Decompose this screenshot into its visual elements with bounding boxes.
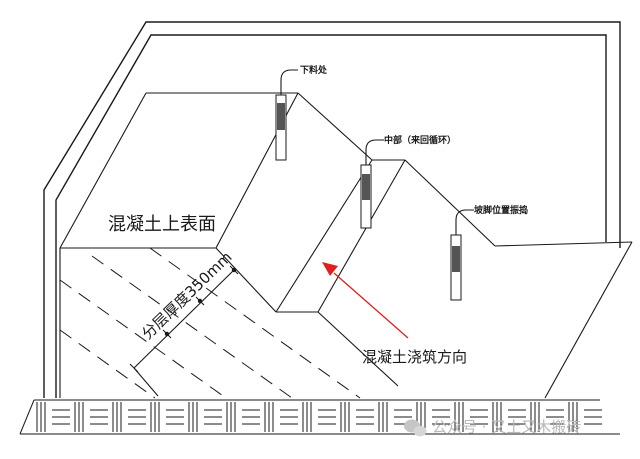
hatch-cell <box>128 409 146 425</box>
wechat-icon <box>404 419 427 437</box>
hatch-cell <box>470 409 488 425</box>
toe-top-edge <box>494 241 633 247</box>
surface-back-edge <box>59 92 147 249</box>
layer-lines <box>59 247 361 399</box>
step2-diagonal <box>275 159 373 313</box>
slope2-bottom <box>317 311 399 387</box>
dimension-node <box>197 298 203 304</box>
arrow-shaft <box>333 272 409 339</box>
vibrator-top: 下料处 <box>275 64 328 161</box>
pour-direction-label: 混凝土浇筑方向 <box>362 348 467 366</box>
step3-diagonal <box>317 159 406 313</box>
slope1-top <box>297 92 373 161</box>
slope1-bottom <box>215 247 277 313</box>
vibrator-hose <box>365 139 384 228</box>
hatch-cell <box>530 402 540 432</box>
hatch-cell <box>204 409 222 425</box>
hatch-cell <box>90 409 108 425</box>
formwork-outer-line <box>43 21 621 398</box>
hatch-cell <box>74 402 84 432</box>
hatch-cell <box>302 402 312 432</box>
dimension-node <box>164 331 170 337</box>
slope2-top <box>404 159 496 247</box>
hatch-cell <box>112 402 122 432</box>
watermark-text: 公众号 · 又土又木搬砖 <box>432 418 581 436</box>
concrete-body <box>59 92 633 399</box>
surface-label: 混凝土上表面 <box>108 214 216 235</box>
hatch-cell <box>508 409 526 425</box>
hatch-cell <box>242 409 260 425</box>
hatch-cell <box>432 409 450 425</box>
vibrator-top-label: 下料处 <box>300 64 328 76</box>
hatch-cell <box>226 402 236 432</box>
hatch-cell <box>492 402 502 432</box>
ground-hatch <box>19 399 620 435</box>
layer-line <box>91 255 293 399</box>
hatch-cell <box>378 402 388 432</box>
hatch-cell <box>546 409 564 425</box>
hatch-cell <box>340 402 350 432</box>
hatch-cell <box>356 409 374 425</box>
hatch-cell <box>454 402 464 432</box>
hatch-edge <box>19 399 35 435</box>
dimension-nodes <box>164 267 237 337</box>
dimension-line <box>133 269 235 369</box>
vibrator-foot-label: 坡脚位置振捣 <box>474 204 528 216</box>
hatch-cell <box>150 402 160 432</box>
layer-thickness-label: 分层厚度350mm <box>138 248 235 343</box>
layer-dimension <box>129 265 239 397</box>
layer-line <box>59 329 156 399</box>
vibrator-hose <box>280 69 298 160</box>
hatch-cell <box>166 409 184 425</box>
vibrator-head <box>277 103 285 130</box>
hatch-cell <box>264 402 274 432</box>
pour-direction-arrow <box>322 262 409 339</box>
vibrator-head <box>452 246 460 272</box>
toe-front-edge <box>544 241 633 399</box>
dimension-leader <box>133 367 159 397</box>
hatch-cell <box>568 402 578 432</box>
hatch-cell <box>280 409 298 425</box>
arrow-head <box>322 262 338 276</box>
vibrator-mid: 中部（来回循环） <box>360 134 456 229</box>
hatch-cell <box>188 402 198 432</box>
vibrator-head <box>362 174 370 200</box>
hatch-cell <box>318 409 336 425</box>
formwork-inner-line <box>55 34 607 398</box>
vibrator-mid-label: 中部（来回循环） <box>384 134 456 146</box>
formwork <box>43 21 621 398</box>
watermark: 公众号 · 又土又木搬砖 <box>404 418 581 437</box>
layer-line <box>59 279 227 399</box>
hatch-cell <box>52 409 70 425</box>
vibrator-foot: 坡脚位置振捣 <box>450 204 528 301</box>
vibrator-hose <box>455 209 474 300</box>
dimension-node <box>231 267 237 273</box>
hatch-cell <box>584 409 602 425</box>
hatch-cell <box>36 402 46 432</box>
hatch-cells <box>19 399 602 435</box>
layer-line <box>149 247 361 399</box>
dimension-tick <box>129 363 139 373</box>
